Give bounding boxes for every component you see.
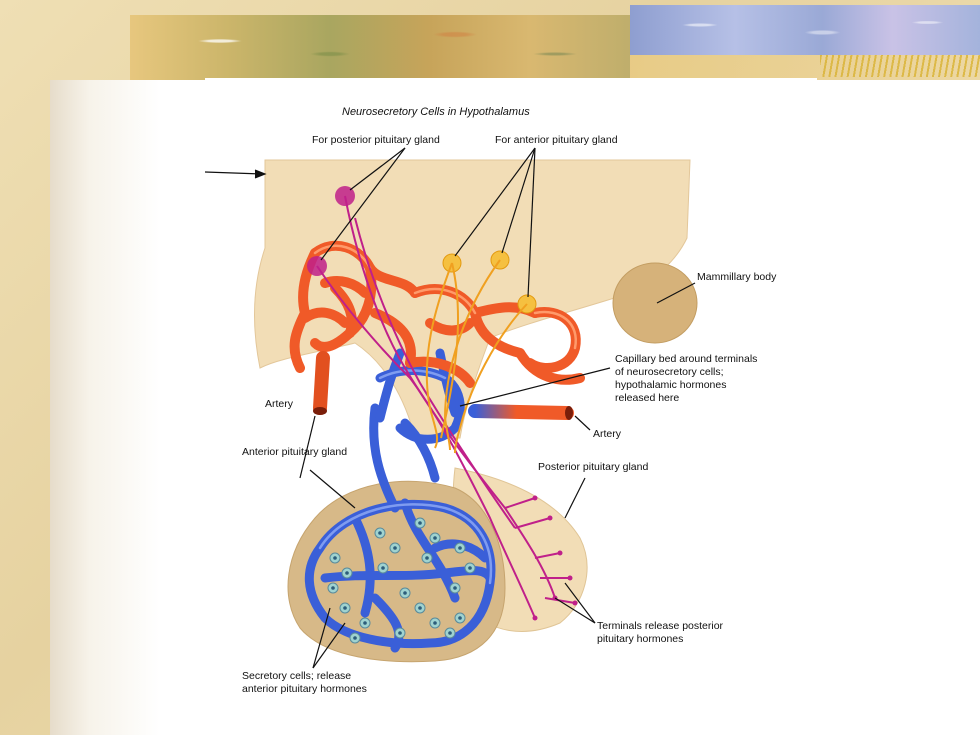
label-capillary-line-4: released here [615,392,680,404]
banner-grass [820,55,980,77]
label-terminals-line-2: pituitary hormones [597,633,684,645]
label-mammillary-body: Mammillary body [697,271,777,283]
banner-leaves-image [130,15,630,80]
label-capillary-line-3: hypothalamic hormones [615,379,727,391]
label-secretory-cells: Secretory cells; release anterior pituit… [242,670,367,696]
label-leader-lines [205,147,696,669]
posterior-axons [316,195,576,619]
mammillary-body [612,262,698,344]
label-anterior-gland: Anterior pituitary gland [242,446,348,458]
label-terminals-line-1: Terminals release posterior [597,620,724,632]
label-secretory-line-1: Secretory cells; release [242,670,352,682]
artery-left-vessel [313,351,330,415]
label-artery-right: Artery [593,428,622,440]
label-posterior-gland: Posterior pituitary gland [538,461,649,473]
label-posterior-cells: For posterior pituitary gland [312,134,440,146]
label-capillary-line-1: Capillary bed around terminals [615,353,758,365]
label-anterior-cells: For anterior pituitary gland [495,134,618,146]
label-artery-left: Artery [265,398,294,410]
label-capillary-bed: Capillary bed around terminals of neuros… [615,353,757,405]
label-terminals: Terminals release posterior pituitary ho… [597,620,723,646]
header-banner [130,0,980,80]
anterior-axons [425,259,528,454]
banner-flowers-image [630,5,980,55]
diagram-illustration [205,147,698,669]
label-secretory-line-2: anterior pituitary hormones [242,683,367,695]
label-capillary-line-2: of neurosecretory cells; [615,366,724,378]
pituitary-diagram: Neurosecretory Cells in Hypothalamus For… [205,78,817,735]
figure-title: Neurosecretory Cells in Hypothalamus [342,106,530,118]
artery-right-vessel [468,404,574,420]
